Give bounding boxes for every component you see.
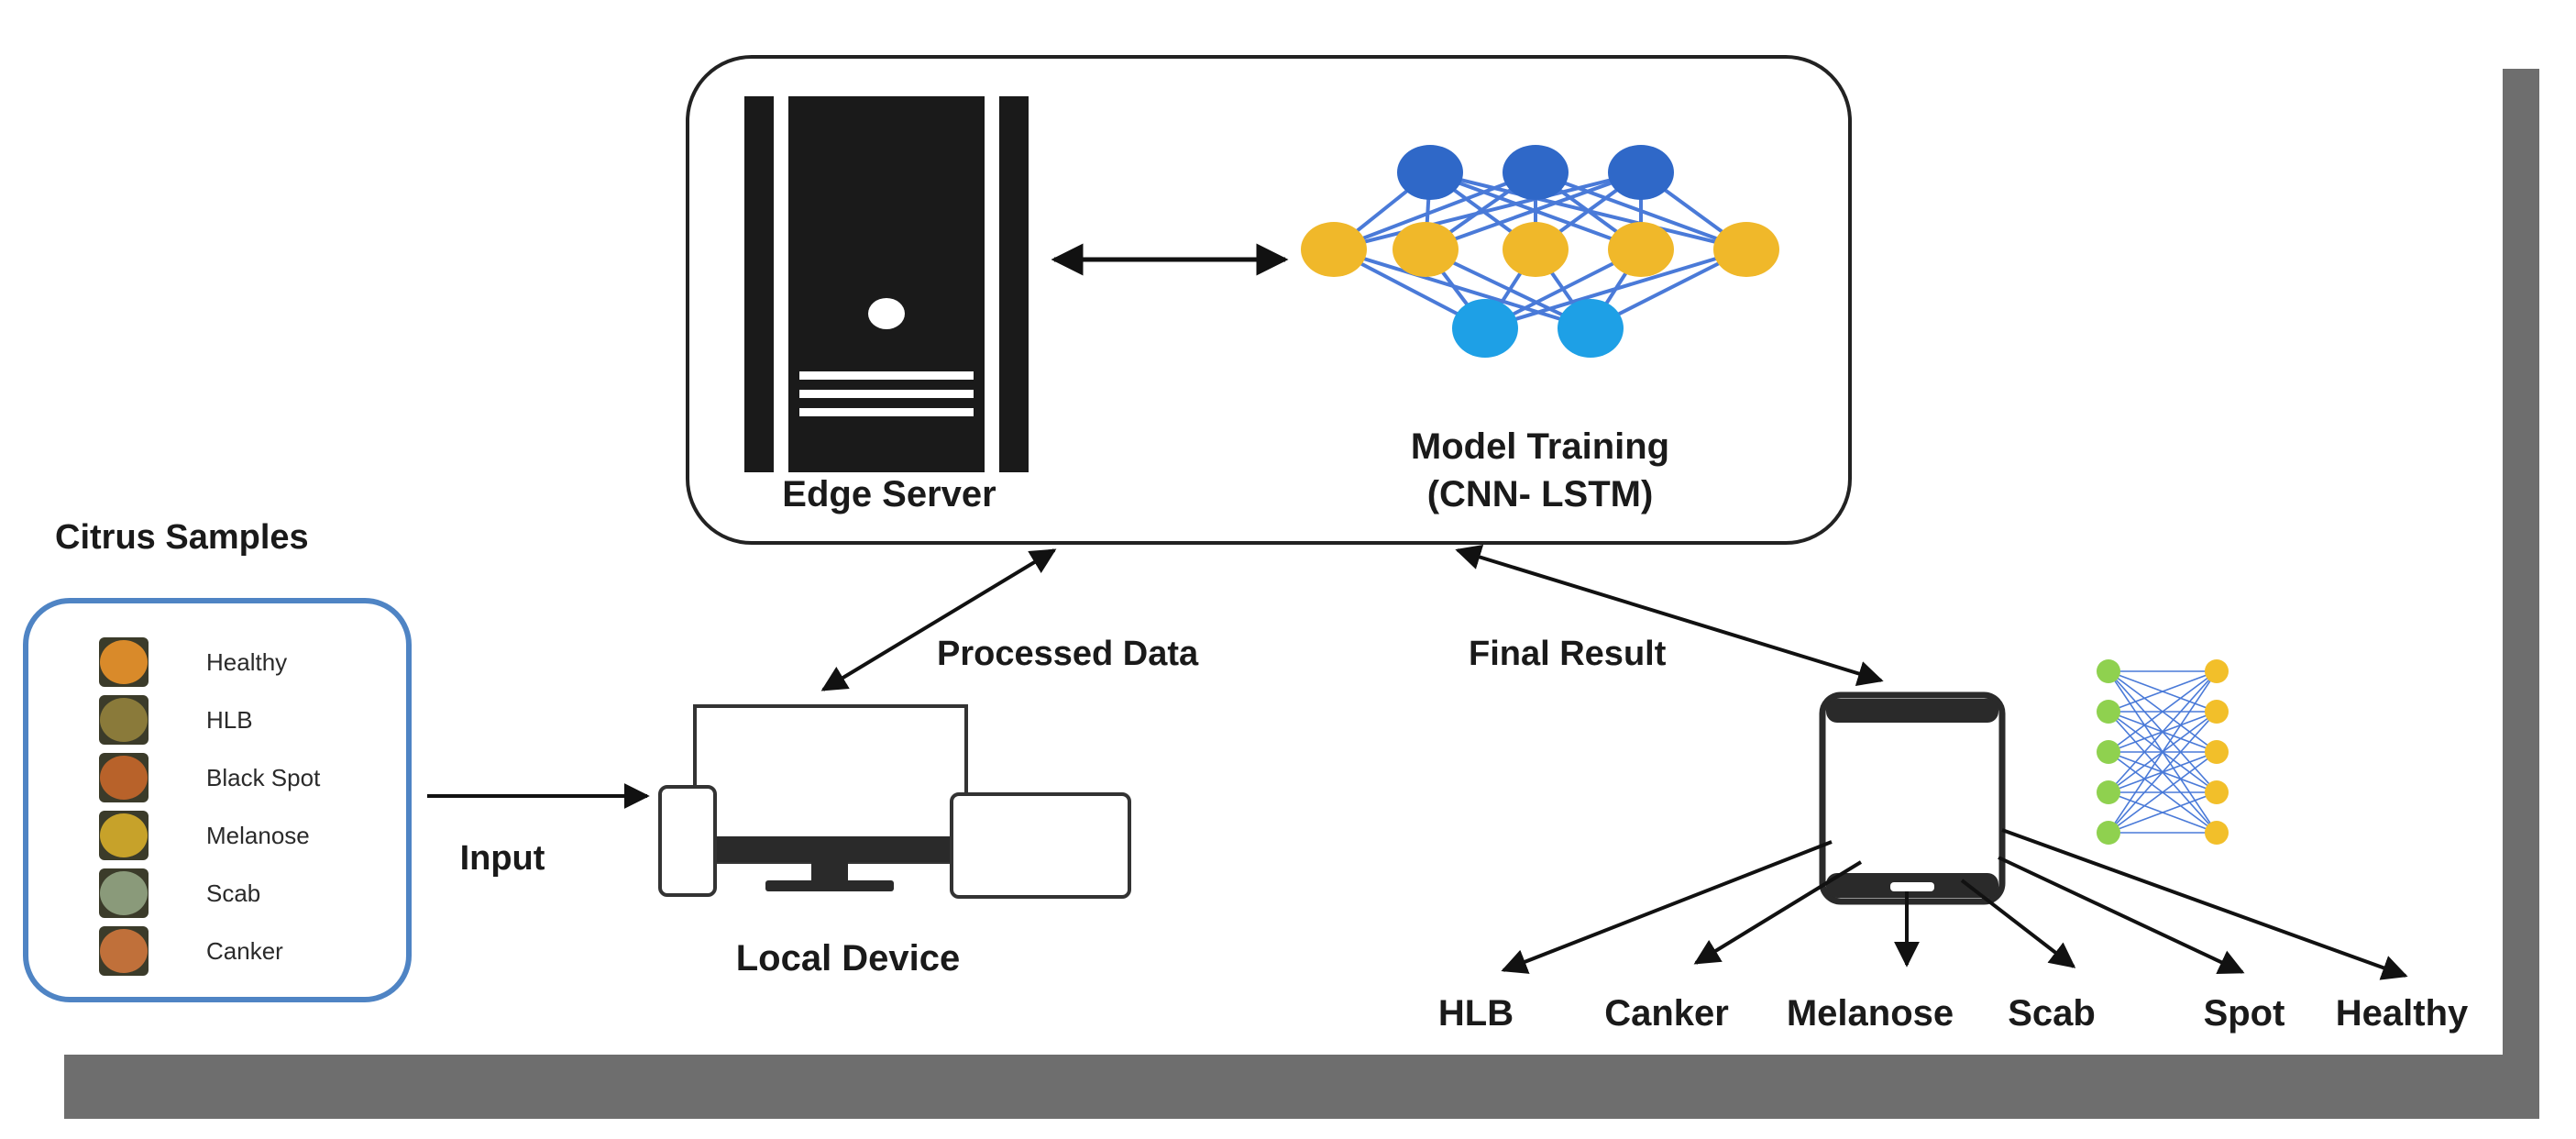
sample-label: HLB <box>206 706 253 734</box>
output-arrow <box>1998 856 2245 974</box>
classifier-input-node <box>2097 740 2120 764</box>
classifier-edge <box>2108 670 2218 713</box>
classifier-edge <box>2108 751 2218 834</box>
sample-item: Melanose <box>99 811 310 860</box>
classifier-input-node <box>2097 700 2120 724</box>
output-class: HLB <box>1438 840 1833 1034</box>
hidden-node <box>1608 222 1674 277</box>
output-label: Healthy <box>2336 993 2469 1034</box>
hidden-node <box>1393 222 1459 277</box>
output-class: Melanose <box>1787 891 1954 1034</box>
classifier-output-node <box>2205 740 2229 764</box>
final-result-arrow <box>1455 545 1884 686</box>
output-arrow <box>2001 828 2408 980</box>
citrus-fruit-icon <box>100 640 148 684</box>
input-node <box>1503 145 1569 200</box>
sample-label: Melanose <box>206 822 310 849</box>
classifier-edge <box>2108 711 2218 834</box>
server-icon <box>744 96 1029 472</box>
network-edge <box>1333 248 1591 330</box>
model-training-sublabel: (CNN- LSTM) <box>1427 474 1654 514</box>
sample-label: Canker <box>206 937 283 965</box>
classifier-input-node <box>2097 659 2120 683</box>
frame-shadow <box>64 69 2539 1119</box>
classifier-edge <box>2108 670 2218 753</box>
output-label: Scab <box>2008 993 2096 1034</box>
network-edge <box>1333 171 1642 251</box>
local-device-label: Local Device <box>736 938 961 979</box>
local-device-icon <box>658 704 1131 899</box>
output-label: HLB <box>1438 993 1514 1034</box>
classifier-output-node <box>2205 700 2229 724</box>
classifier-output-node <box>2205 821 2229 845</box>
sample-label: Scab <box>206 879 260 907</box>
sample-item: Scab <box>99 868 260 918</box>
classifier-edge <box>2108 670 2218 834</box>
sample-label: Black Spot <box>206 764 321 791</box>
citrus-fruit-icon <box>100 871 148 915</box>
output-class: Scab <box>1960 879 2096 1034</box>
hidden-node <box>1713 222 1779 277</box>
final-result-label: Final Result <box>1469 635 1667 673</box>
input-label: Input <box>460 839 545 878</box>
classifier-input-node <box>2097 780 2120 804</box>
network-edge <box>1425 171 1642 251</box>
output-classes: HLB Canker Melanose Scab Spot Healthy <box>1438 828 2469 1034</box>
sample-item: Canker <box>99 926 283 976</box>
classifier-output-node <box>2205 780 2229 804</box>
network-nodes <box>1301 145 1779 358</box>
processed-data-arrow <box>820 548 1057 691</box>
sample-item: Black Spot <box>99 753 321 802</box>
classifier-edge <box>2108 670 2218 793</box>
citrus-fruit-icon <box>100 813 148 857</box>
output-arrow <box>1960 879 2076 968</box>
citrus-fruit-icon <box>100 756 148 800</box>
citrus-fruit-icon <box>100 698 148 742</box>
phone-icon <box>1819 691 2006 905</box>
network-edge <box>1333 171 1536 251</box>
input-node <box>1397 145 1463 200</box>
output-label: Canker <box>1604 993 1729 1034</box>
output-class: Canker <box>1604 860 1863 1034</box>
classifier-output-node <box>2205 659 2229 683</box>
output-label: Melanose <box>1787 993 1954 1034</box>
classifier-nodes <box>2097 659 2229 845</box>
sample-label: Healthy <box>206 648 287 676</box>
citrus-samples-title: Citrus Samples <box>55 518 309 557</box>
citrus-fruit-icon <box>100 929 148 973</box>
hidden-node <box>1301 222 1367 277</box>
sample-item: Healthy <box>99 637 287 687</box>
classifier-edge <box>2108 791 2218 834</box>
hidden-node <box>1503 222 1569 277</box>
output-class: Spot <box>1998 856 2285 1034</box>
processed-data-label: Processed Data <box>937 635 1199 673</box>
classifier-input-node <box>2097 821 2120 845</box>
edge-server-label: Edge Server <box>782 474 996 514</box>
output-label: Spot <box>2204 993 2285 1034</box>
output-node <box>1452 299 1518 358</box>
sample-item: HLB <box>99 695 253 745</box>
model-training-label: Model Training <box>1411 426 1669 467</box>
classifier-network-icon <box>2097 659 2229 845</box>
input-node <box>1608 145 1674 200</box>
output-node <box>1558 299 1624 358</box>
output-arrow <box>1693 860 1863 965</box>
neural-network-icon <box>1301 145 1779 358</box>
output-arrow <box>1501 840 1833 974</box>
network-edge <box>1484 248 1747 330</box>
classifier-connections <box>2108 670 2218 834</box>
output-class: Healthy <box>2001 828 2469 1034</box>
